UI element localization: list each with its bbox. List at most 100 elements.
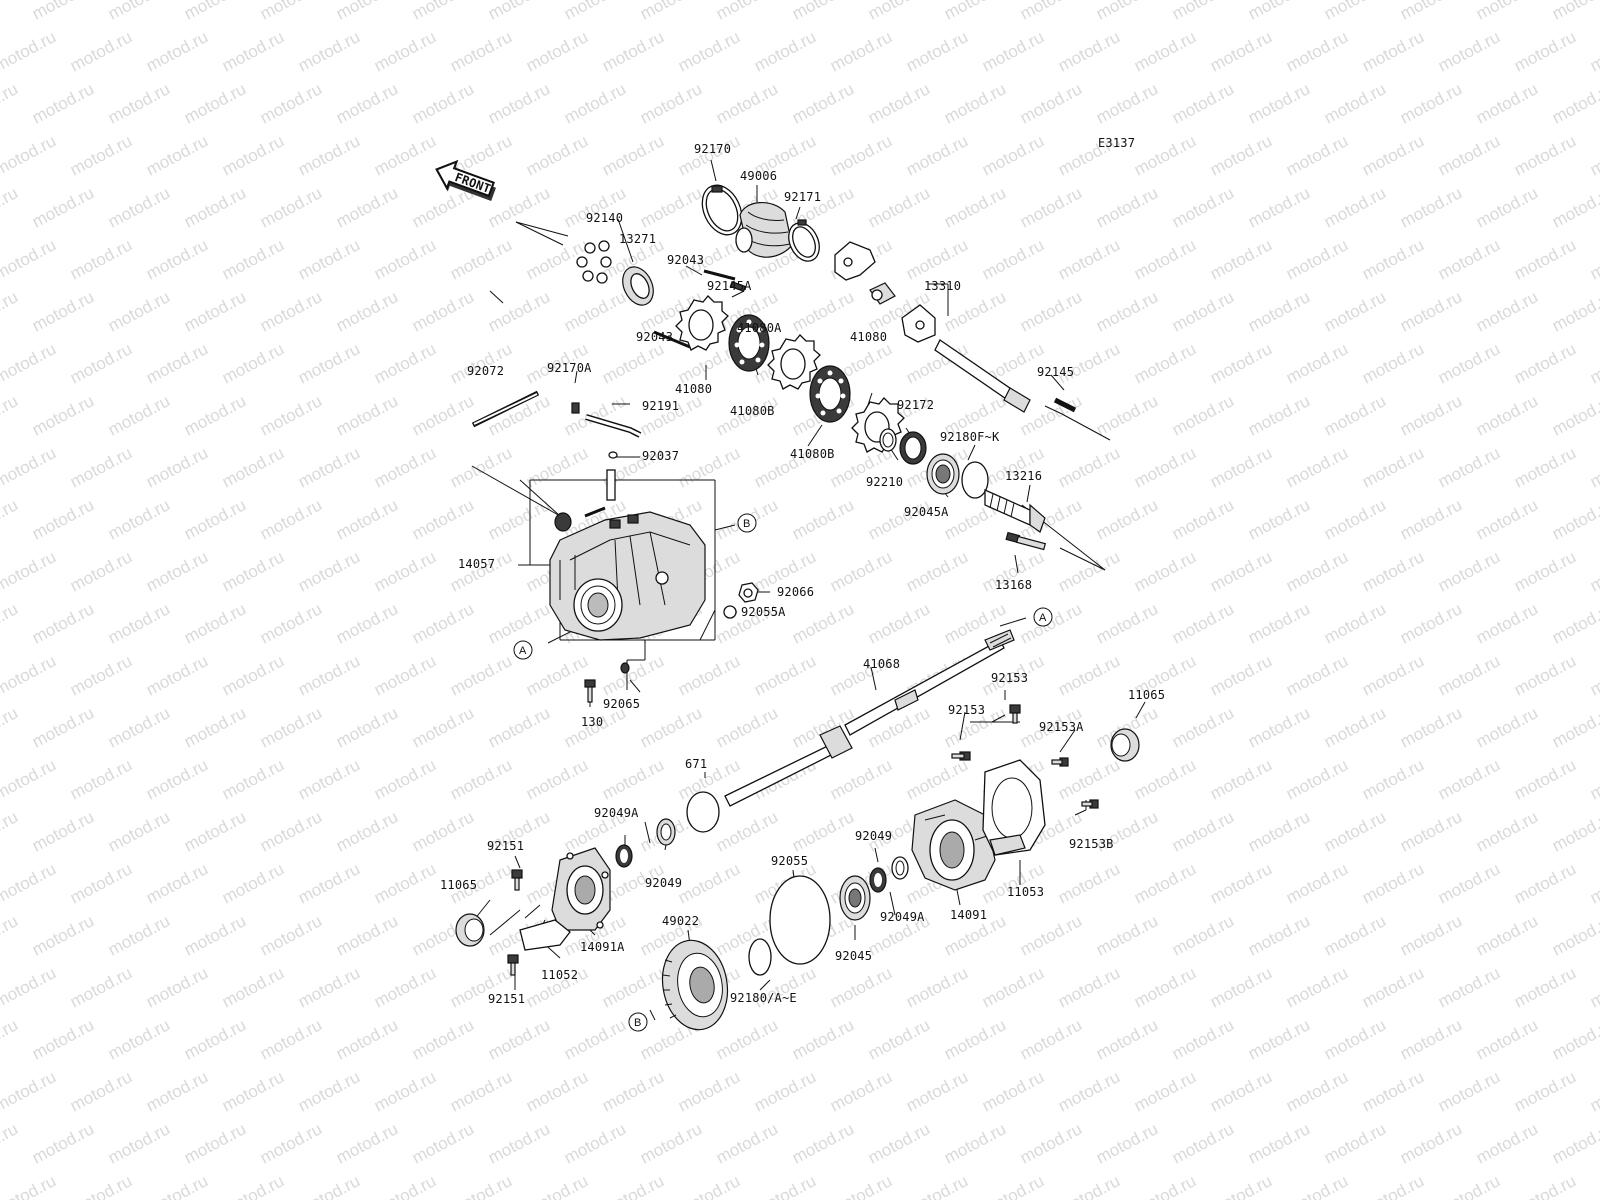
part-label-41080a: 41080 (675, 382, 712, 396)
watermark-text: motod.ru (1435, 443, 1503, 491)
watermark-text: motod.ru (181, 911, 249, 959)
watermark-text: motod.ru (1283, 339, 1351, 387)
watermark-text: motod.ru (295, 131, 363, 179)
watermark-text: motod.ru (1207, 755, 1275, 803)
bolt-92151-top (511, 869, 523, 891)
watermark-text: motod.ru (1017, 911, 1085, 959)
watermark-text: motod.ru (333, 183, 401, 231)
watermark-text: motod.ru (0, 443, 59, 491)
watermark-text: motod.ru (865, 1119, 933, 1167)
bearing-92045A (926, 453, 960, 495)
ring-gear-49022 (661, 939, 729, 1031)
watermark-text: motod.ru (67, 963, 135, 1011)
clamp-92171 (788, 219, 820, 262)
watermark-text: motod.ru (447, 547, 515, 595)
watermark-text: motod.ru (1397, 1119, 1465, 1167)
watermark-text: motod.ru (1055, 547, 1123, 595)
cap-11065-left (455, 913, 485, 947)
watermark-text: motod.ru (67, 443, 135, 491)
watermark-text: motod.ru (1169, 287, 1237, 335)
watermark-text: motod.ru (903, 755, 971, 803)
part-label-92055A: 92055A (741, 605, 786, 619)
watermark-text: motod.ru (371, 235, 439, 283)
watermark-text: motod.ru (1397, 1015, 1465, 1063)
watermark-text: motod.ru (1321, 495, 1389, 543)
housing-seal (554, 512, 572, 532)
pin-92043-bot (653, 330, 691, 349)
watermark-text: motod.ru (1245, 391, 1313, 439)
watermark-text: motod.ru (1549, 391, 1600, 439)
watermark-text: motod.ru (1017, 1119, 1085, 1167)
watermark-text: motod.ru (1587, 963, 1600, 1011)
watermark-text: motod.ru (1321, 391, 1389, 439)
watermark-text: motod.ru (713, 807, 781, 855)
watermark-text: motod.ru (1321, 79, 1389, 127)
watermark-text: motod.ru (1587, 651, 1600, 699)
watermark-text: motod.ru (67, 859, 135, 907)
watermark-text: motod.ru (751, 1171, 819, 1200)
hub-14091 (911, 799, 996, 891)
watermark-text: motod.ru (219, 755, 287, 803)
watermark-text: motod.ru (1587, 131, 1600, 179)
watermark-text: motod.ru (29, 391, 97, 439)
watermark-text: motod.ru (675, 1067, 743, 1115)
part-label-92171: 92171 (784, 190, 821, 204)
watermark-text: motod.ru (219, 27, 287, 75)
watermark-text: motod.ru (0, 1119, 21, 1167)
watermark-text: motod.ru (0, 339, 59, 387)
clip-92037 (608, 451, 618, 459)
watermark-text: motod.ru (1207, 651, 1275, 699)
watermark-text: motod.ru (1435, 339, 1503, 387)
watermark-text: motod.ru (409, 703, 477, 751)
watermark-text: motod.ru (105, 703, 173, 751)
part-label-13271: 13271 (619, 232, 656, 246)
watermark-text: motod.ru (1283, 547, 1351, 595)
front-arrow-icon: FRONT (435, 160, 496, 201)
watermark-text: motod.ru (523, 651, 591, 699)
watermark-text: motod.ru (409, 807, 477, 855)
watermark-text: motod.ru (447, 235, 515, 283)
watermark-text: motod.ru (333, 495, 401, 543)
watermark-text: motod.ru (941, 0, 1009, 24)
cover-11053 (982, 759, 1046, 856)
watermark-text: motod.ru (1207, 339, 1275, 387)
watermark-text: motod.ru (67, 755, 135, 803)
watermark-text: motod.ru (371, 131, 439, 179)
part-label-92151b: 92151 (488, 992, 525, 1006)
watermark-text: motod.ru (67, 27, 135, 75)
watermark-text: motod.ru (827, 547, 895, 595)
watermark-text: motod.ru (903, 131, 971, 179)
friction-41080B-1 (728, 314, 770, 372)
watermark-text: motod.ru (1435, 131, 1503, 179)
watermark-text: motod.ru (29, 79, 97, 127)
oring-92055A (723, 605, 737, 619)
watermark-text: motod.ru (1511, 755, 1579, 803)
watermark-text: motod.ru (1511, 235, 1579, 283)
watermark-text: motod.ru (1131, 859, 1199, 907)
watermark-text: motod.ru (903, 963, 971, 1011)
watermark-text: motod.ru (105, 79, 173, 127)
watermark-text: motod.ru (1473, 807, 1541, 855)
watermark-text: motod.ru (789, 79, 857, 127)
seal-92049A-right (891, 856, 909, 880)
watermark-text: motod.ru (903, 27, 971, 75)
watermark-text: motod.ru (219, 131, 287, 179)
watermark-text: motod.ru (675, 1171, 743, 1200)
watermark-text: motod.ru (1549, 1015, 1600, 1063)
part-label-92049a: 92049 (645, 876, 682, 890)
watermark-text: motod.ru (181, 287, 249, 335)
watermark-text: motod.ru (789, 599, 857, 647)
part-label-92180AE: 92180/A~E (730, 991, 797, 1005)
watermark-text: motod.ru (1321, 911, 1389, 959)
watermark-text: motod.ru (675, 859, 743, 907)
part-label-92043a: 92043 (667, 253, 704, 267)
watermark-text: motod.ru (561, 287, 629, 335)
watermark-text: motod.ru (599, 1171, 667, 1200)
hub-14091A (551, 847, 611, 931)
watermark-text: motod.ru (371, 1067, 439, 1115)
plate-41080-1 (675, 295, 729, 351)
watermark-text: motod.ru (1397, 287, 1465, 335)
watermark-text: motod.ru (1549, 495, 1600, 543)
watermark-text: motod.ru (1245, 599, 1313, 647)
watermark-text: motod.ru (637, 183, 705, 231)
